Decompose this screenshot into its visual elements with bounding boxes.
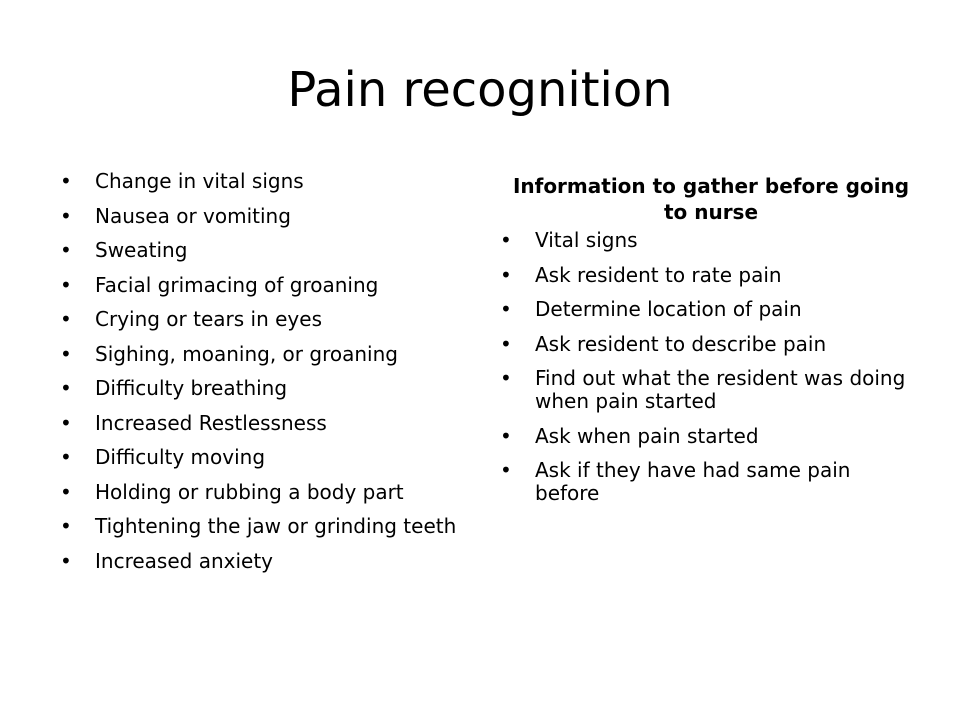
list-item: •Crying or tears in eyes (60, 307, 322, 331)
list-item: •Sighing, moaning, or groaning (60, 341, 398, 366)
bullet-icon: • (60, 548, 72, 573)
list-item: •Difficulty moving (60, 445, 266, 469)
bullet-icon: • (60, 341, 72, 366)
bullet-icon: • (60, 479, 72, 504)
list-item: •Sweating (60, 238, 188, 262)
list-item: •Difficulty breathing (60, 376, 288, 400)
list-item: •Facial grimacing of groaning (60, 272, 379, 297)
bullet-icon: • (500, 331, 512, 356)
list-item: •Change in vital signs (60, 169, 304, 193)
bullet-icon: • (60, 410, 72, 435)
list-item: •Ask resident to describe pain (500, 331, 827, 356)
bullet-icon: • (60, 307, 72, 331)
list-item: •Vital signs (500, 228, 638, 252)
column-heading: Information to gather before going to nu… (512, 174, 910, 224)
list-item: •Increased Restlessness (60, 410, 327, 435)
info-to-gather-list: Information to gather before going to nu… (500, 170, 920, 517)
bullet-icon: • (60, 169, 72, 193)
list-item: •Ask when pain started (500, 423, 759, 448)
list-item: •Nausea or vomiting (60, 203, 291, 228)
list-item: •Increased anxiety (60, 548, 273, 573)
bullet-icon: • (500, 297, 512, 321)
bullet-icon: • (60, 376, 72, 400)
bullet-icon: • (60, 238, 72, 262)
list-item: •Tightening the jaw or grinding teeth (60, 514, 457, 538)
list-item: •Ask if they have had same pain before (500, 458, 851, 505)
bullet-icon: • (60, 514, 72, 538)
bullet-icon: • (60, 445, 72, 469)
bullet-icon: • (500, 423, 512, 448)
list-item: •Find out what the resident was doing wh… (500, 366, 906, 413)
bullet-icon: • (60, 272, 72, 297)
bullet-icon: • (500, 262, 512, 287)
list-item: •Ask resident to rate pain (500, 262, 782, 287)
list-item: •Determine location of pain (500, 297, 802, 321)
bullet-icon: • (60, 203, 72, 228)
pain-signs-list: •Change in vital signs •Nausea or vomiti… (60, 170, 480, 584)
bullet-icon: • (500, 458, 512, 482)
bullet-icon: • (500, 366, 512, 390)
bullet-icon: • (500, 228, 512, 252)
slide-title: Pain recognition (287, 62, 673, 118)
list-item: •Holding or rubbing a body part (60, 479, 404, 504)
